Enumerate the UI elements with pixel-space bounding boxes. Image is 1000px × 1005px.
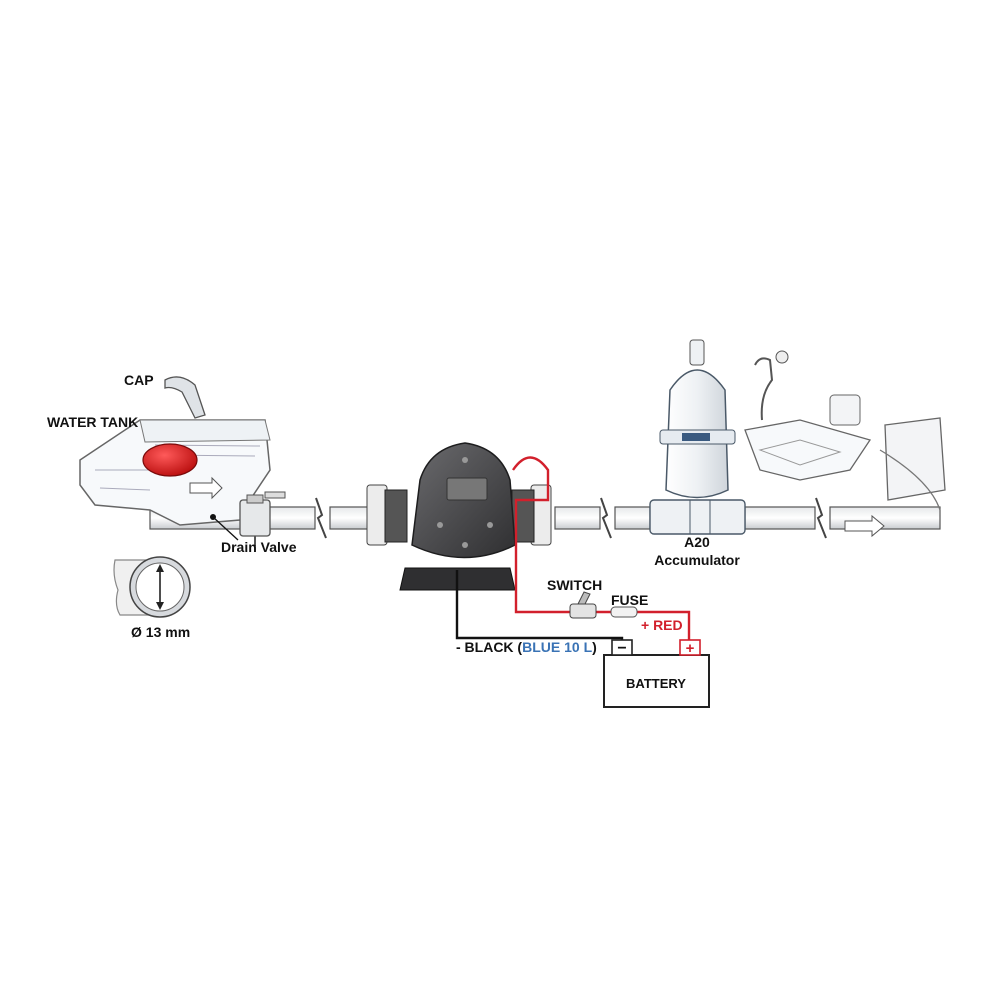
pipe-segment-accumulator-out bbox=[744, 506, 816, 530]
flow-arrow-icon bbox=[844, 514, 885, 538]
red-wire bbox=[512, 456, 691, 640]
pump-icon bbox=[366, 442, 552, 591]
diameter-label: Ø 13 mm bbox=[131, 624, 190, 640]
accumulator-icon bbox=[649, 339, 746, 535]
water-tank-icon bbox=[79, 419, 271, 526]
cap-icon bbox=[164, 376, 206, 419]
pipe-segment-pump-outlet bbox=[554, 506, 601, 530]
drain-valve-icon bbox=[210, 491, 286, 546]
flow-arrow-icon bbox=[189, 476, 223, 500]
battery-label: BATTERY bbox=[626, 676, 686, 691]
cap-label: CAP bbox=[124, 372, 154, 388]
black-wire-label: - BLACK (BLUE 10 L) bbox=[456, 639, 597, 655]
water-tank-label: WATER TANK bbox=[47, 414, 138, 430]
switch-icon bbox=[569, 591, 597, 619]
tank-red-cap bbox=[142, 443, 198, 477]
sink-icon bbox=[744, 394, 946, 515]
accumulator-model-label: A20 bbox=[684, 534, 710, 550]
battery-plus-sign: + bbox=[686, 640, 695, 657]
pipe-segment-accumulator-in bbox=[614, 506, 651, 530]
pipe-break-3 bbox=[815, 497, 827, 539]
drain-valve-label: Drain Valve bbox=[221, 539, 297, 555]
battery-icon: − + BATTERY bbox=[603, 639, 710, 708]
accumulator-label: Accumulator bbox=[654, 552, 740, 568]
fuse-icon bbox=[610, 606, 638, 618]
blue-wire-label: BLUE 10 L bbox=[522, 639, 592, 655]
red-wire-label: + RED bbox=[641, 617, 683, 633]
shower-icon bbox=[754, 350, 789, 421]
battery-minus-sign: − bbox=[617, 640, 626, 657]
fuse-label: FUSE bbox=[611, 592, 648, 608]
pipe-break-2 bbox=[600, 497, 612, 539]
pipe-break-1 bbox=[315, 497, 327, 539]
pipe-segment-pump-inlet bbox=[329, 506, 371, 530]
switch-label: SWITCH bbox=[547, 577, 602, 593]
pipe-cross-section-icon bbox=[113, 556, 191, 618]
